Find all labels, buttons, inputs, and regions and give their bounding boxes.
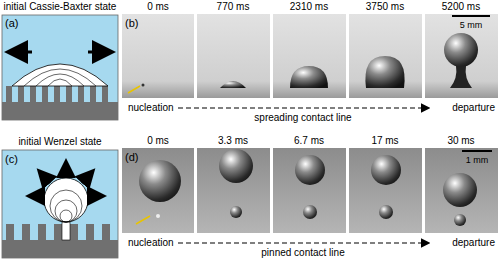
- stage-label: nucleation: [126, 102, 176, 114]
- stage-label: departure: [450, 237, 497, 249]
- time-label: 5200 ms: [442, 1, 480, 13]
- scale-label: 1 mm: [466, 154, 489, 166]
- time-label: 0 ms: [147, 1, 169, 13]
- panel-letter: (c): [5, 153, 18, 165]
- time-label: 2310 ms: [290, 1, 328, 13]
- stage-label: nucleation: [126, 237, 176, 249]
- panel-letter: (a): [5, 17, 18, 29]
- stage-label: spreading contact line: [254, 112, 351, 124]
- timeline-arrow: [178, 107, 428, 108]
- panel-letter: (d): [125, 151, 138, 163]
- time-label: 770 ms: [217, 1, 250, 13]
- timeline-arrow: [178, 242, 428, 243]
- scale-label: 5 mm: [460, 19, 483, 31]
- panel-title: initial Cassie-Baxter state: [4, 1, 117, 13]
- stage-label: departure: [450, 102, 497, 114]
- panel-title: initial Wenzel state: [18, 136, 101, 148]
- cassie-schematic: [2, 15, 118, 120]
- wenzel-schematic: [2, 150, 118, 258]
- time-label: 6.7 ms: [294, 135, 324, 147]
- time-label: 3.3 ms: [218, 135, 248, 147]
- time-label: 3750 ms: [366, 1, 404, 13]
- stage-label: pinned contact line: [261, 247, 344, 259]
- time-label: 0 ms: [147, 135, 169, 147]
- time-label: 30 ms: [447, 135, 474, 147]
- photo-strip: [122, 14, 498, 98]
- time-label: 17 ms: [371, 135, 398, 147]
- panel-letter: (b): [125, 17, 138, 29]
- photo-strip: [122, 148, 498, 233]
